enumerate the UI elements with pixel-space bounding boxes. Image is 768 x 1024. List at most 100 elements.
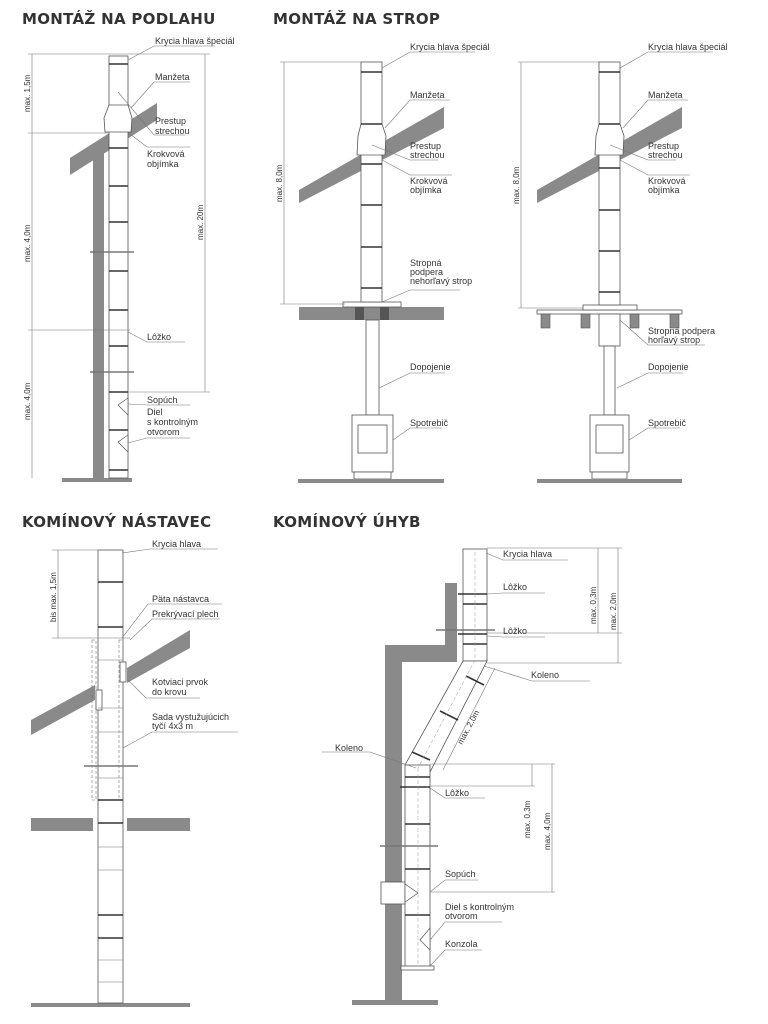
ceiling-mount-noncombustible-diagram: MONTÁŽ NA STROP max. 8,0m Krycia hlava	[273, 9, 490, 483]
label-rafter-line1: Krokvová	[410, 176, 448, 186]
label-connector: Dopojenie	[410, 362, 451, 372]
label-roof-line2: strechou	[155, 126, 190, 136]
reinforcing-rod	[91, 639, 97, 801]
label-support-line2: podpera	[410, 267, 443, 277]
label-elbow-2: Koleno	[335, 743, 363, 753]
dim-low-a: max. 0,3m	[523, 800, 532, 838]
label-flue: Sopúch	[147, 395, 178, 405]
floor-mount-diagram: MONTÁŽ NA PODLAHU max. 1,5m max. 4,0m ma…	[22, 9, 235, 482]
pipe-bands	[599, 71, 620, 293]
leader-lines	[121, 548, 238, 749]
label-roof-line1: Prestup	[155, 116, 186, 126]
pipe-bands	[90, 63, 134, 471]
label-cap: Krycia hlava	[152, 539, 201, 549]
pipe-bands	[84, 581, 138, 983]
dimension-lines	[52, 549, 130, 639]
label-cap: Krycia hlava	[503, 549, 552, 559]
console-bracket	[400, 965, 435, 971]
chimney-extension-diagram: KOMÍNOVÝ NÁSTAVEC bis max. 1,5m	[22, 512, 238, 1007]
label-collar: Manžeta	[410, 90, 445, 100]
section-title: MONTÁŽ NA PODLAHU	[22, 9, 216, 28]
label-bed: Lôžko	[147, 332, 171, 342]
stove-base	[353, 471, 392, 480]
label-rods-line2: tyčí 4x3 m	[152, 721, 193, 731]
dim-top-a: max. 0,3m	[589, 586, 598, 624]
label-rafter-line2: objímka	[147, 159, 179, 169]
label-rafter-line1: Krokvová	[648, 176, 686, 186]
floor	[31, 1003, 190, 1007]
dim-top: max. 1,5m	[23, 74, 32, 112]
label-cap: Krycia hlava špeciál	[155, 36, 235, 46]
label-inspection-line1: Diel s kontrolným	[445, 902, 514, 912]
flue-cone	[404, 883, 419, 903]
dim-height: max. 8,0m	[275, 164, 284, 202]
pipe-bands	[380, 552, 495, 966]
leader-lines	[371, 51, 475, 441]
label-anchor-line1: Kotviaci prvok	[152, 677, 209, 687]
ceiling-slab	[299, 307, 444, 320]
label-inspection-line3: otvorom	[147, 427, 180, 437]
leader-lines	[117, 45, 215, 444]
ceiling-mount-combustible-diagram: max. 8,0m Krycia hlava špeciál Manžeta P…	[512, 42, 728, 483]
chimney-offset-diagram: KOMÍNOVÝ ÚHYB	[273, 512, 622, 1005]
leader-lines	[609, 51, 713, 441]
label-cap: Krycia hlava špeciál	[410, 42, 490, 52]
support-block	[355, 307, 364, 320]
ceiling-slab-right	[127, 818, 190, 831]
label-inspection-line2: s kontrolným	[147, 417, 198, 427]
label-inspection-line2: otvorom	[445, 911, 478, 921]
dim-top: bis max. 1,5m	[49, 572, 58, 622]
ceiling-support-plate	[342, 301, 402, 308]
label-support-line1: Stropná	[410, 258, 442, 268]
stove-door	[595, 424, 624, 454]
floor-beams	[540, 313, 680, 329]
label-inspection-line1: Diel	[147, 407, 163, 417]
label-bed-2: Lôžko	[503, 626, 527, 636]
roof-right	[127, 630, 190, 683]
label-support-line1: Stropná podpera	[648, 326, 715, 336]
flue-connector	[380, 881, 406, 905]
label-connector: Dopojenie	[648, 362, 689, 372]
label-collar: Manžeta	[648, 90, 683, 100]
collar	[356, 123, 387, 156]
label-bracket: Konzola	[445, 939, 478, 949]
floor	[352, 1000, 438, 1005]
anchor-element	[119, 661, 127, 683]
floor	[298, 479, 444, 483]
label-flue: Sopúch	[445, 869, 476, 879]
dimension-lines	[518, 61, 599, 309]
anchor-element	[95, 689, 103, 711]
floor	[537, 479, 682, 483]
connector-pipe	[603, 345, 616, 416]
label-roof-line1: Prestup	[648, 141, 679, 151]
support-sleeve	[598, 313, 621, 347]
label-cover-sheet: Prekrývací plech	[152, 609, 219, 619]
label-roof-line2: strechou	[648, 150, 683, 160]
leader-lines	[322, 552, 590, 967]
section-title: KOMÍNOVÝ NÁSTAVEC	[22, 512, 211, 531]
label-support-line2: horľavý strop	[648, 335, 700, 345]
label-rods-line1: Sada vystužujúcich	[152, 712, 229, 722]
dimension-lines	[280, 61, 361, 305]
label-elbow-1: Koleno	[531, 670, 559, 680]
dim-top-b: max. 2,0m	[609, 592, 618, 630]
wall	[385, 583, 457, 1000]
dimension-lines	[430, 547, 622, 893]
dim-height: max. 8,0m	[512, 166, 521, 204]
collar	[594, 123, 625, 156]
flue-connector	[117, 397, 129, 416]
support-block	[380, 307, 389, 320]
collar	[103, 104, 133, 133]
connector-pipe	[365, 319, 380, 416]
roof-left	[31, 685, 95, 735]
dimension-lines	[28, 53, 210, 478]
label-roof-line1: Prestup	[410, 141, 441, 151]
floor	[62, 478, 132, 482]
label-roof-line2: strechou	[410, 150, 445, 160]
label-collar: Manžeta	[155, 72, 190, 82]
label-anchor-line2: do krovu	[152, 687, 187, 697]
label-rafter-line2: objímka	[648, 185, 680, 195]
stove-base	[591, 471, 628, 480]
chimney-pipe	[360, 61, 383, 303]
label-appliance: Spotrebič	[410, 418, 449, 428]
